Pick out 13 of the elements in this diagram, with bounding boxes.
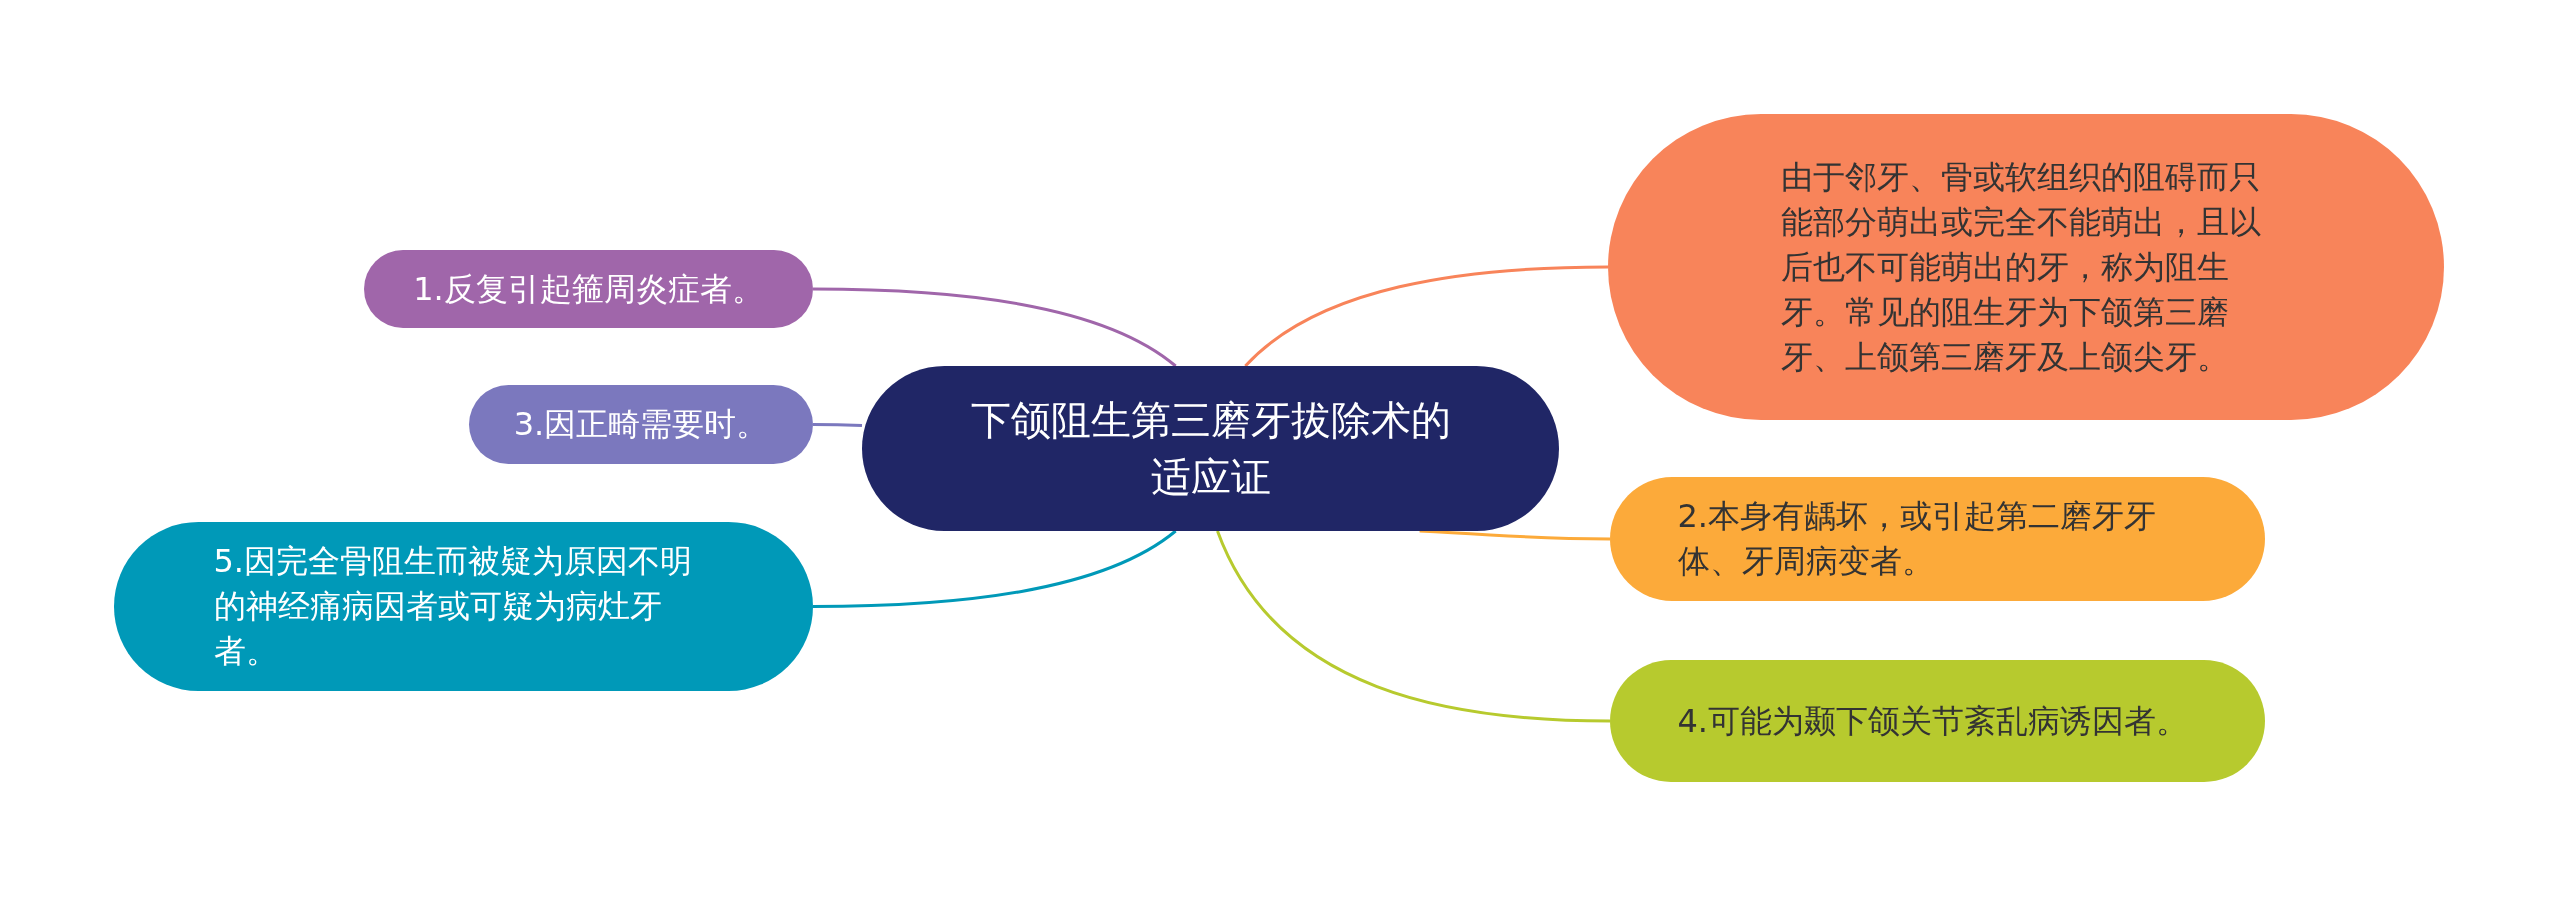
branch-bubble: 1.反复引起箍周炎症者。: [364, 250, 813, 328]
topic-bubble: 下颌阻生第三磨牙拔除术的适应证: [862, 366, 1559, 531]
branch-bubble: 2.本身有龋坏，或引起第二磨牙牙体、牙周病变者。: [1610, 477, 2265, 601]
connector-line: [1244, 265, 1608, 368]
connector-line: [1419, 529, 1610, 541]
connector-line: [813, 287, 1177, 368]
connector-line: [813, 423, 863, 427]
branch-bubble: 4.可能为颞下颌关节紊乱病诱因者。: [1610, 660, 2265, 782]
branch-bubble: 5.因完全骨阻生而被疑为原因不明的神经痛病因者或可疑为病灶牙者。: [114, 522, 813, 691]
branch-bubble: 由于邻牙、骨或软组织的阻碍而只能部分萌出或完全不能萌出，且以后也不可能萌出的牙，称为阻生牙。常见的阻生牙为下颌第三磨牙、上颌第三磨牙及上颌尖牙。: [1608, 114, 2444, 420]
branch-bubble: 3.因正畸需要时。: [469, 385, 813, 464]
connector-line: [813, 529, 1177, 608]
connector-line: [1216, 530, 1611, 723]
